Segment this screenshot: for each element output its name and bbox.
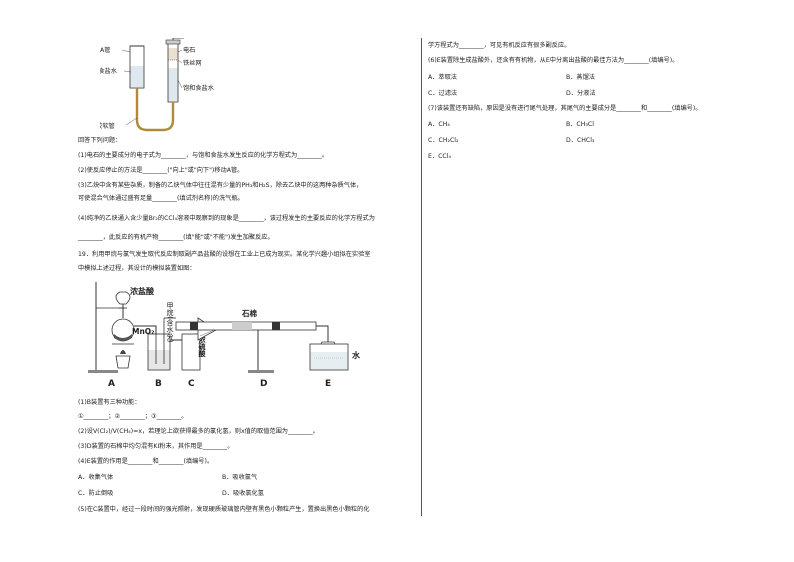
label-rubber-hose: 橡胶软管 [100,122,115,130]
label-salt-water-left: 饱和食盐水 [100,67,118,75]
option-6c: C．过滤法 [428,90,458,97]
label-salt-water-right: 饱和食盐水 [183,84,215,92]
sub-question-5: (5)在C装置中，经过一段时间的强光照射，发现硬质玻璃管内壁有黑色小颗粒产生，置… [78,506,370,513]
question-19-line-1: 19．利用甲烷与氯气发生取代反应制取副产品盐酸的设想在工业上已成为现实。某化学兴… [78,251,371,258]
sub-question-2: (2)设V(Cl₂)/V(CH₄)=x，若理论上欲获得最多的氯化氢，则x值的取值… [78,428,319,435]
option-4d: D．吸收氯化氢 [222,490,264,497]
rubber-hose [135,88,175,132]
question-3-line-2: 可使混合气体通过盛有足量________(填试剂名称)的洗气瓶。 [78,195,244,202]
question-4-line-1: (4)纯净的乙炔通入含少量Br₂的CCl₄溶液中观察到的现象是________，… [78,215,375,222]
letter-b: B [155,379,162,389]
option-7d: D．CHCl₃ [566,137,595,144]
option-4c: C．防止倒吸 [78,490,114,497]
sub-question-1: (1)B装置有三种功能： [78,399,141,406]
label-asbestos: 石棉 [241,308,257,318]
option-4b: B．吸收氯气 [222,474,258,481]
sub-question-3: (3)D装置的石棉中均匀混有KI粉末，其作用是________。 [78,443,234,450]
separatory-funnel [115,291,131,305]
option-6a: A．萃取法 [428,74,457,81]
option-6d: D．分液法 [566,90,596,97]
acetylene-apparatus-figure: A管 饱和食盐水 橡胶软管 电石 铁丝网 饱和食盐水 [100,38,215,132]
option-6b: B．蒸馏法 [566,74,595,81]
question-4-line-2: ________，此反应的有机产物________(填"能"或"不能")发生加聚… [78,234,274,241]
label-conc-sulfuric: 浓硫酸 [198,335,207,358]
label-carbide: 电石 [183,46,195,54]
label-methane: 甲烷(含水分) [166,302,174,343]
option-7e: E．CCl₄ [428,153,451,160]
sub-question-7: (7)该装置还有缺陷，原因是没有进行尾气处理，其尾气的主要成分是________… [428,105,702,112]
letter-d: D [260,379,267,389]
sub-question-4: (4)E装置的作用是________和________(填编号)。 [78,458,214,465]
column-divider [421,38,422,516]
option-7a: A．CH₄ [428,121,450,128]
label-conc-hcl: 浓盐酸 [130,286,155,296]
bottle-c [181,333,201,371]
alcohol-lamp [115,355,131,369]
option-7b: B．CH₃Cl [566,121,594,128]
letter-a: A [108,379,115,389]
label-water: 水 [351,350,361,360]
letter-c: C [188,379,195,389]
label-wire-mesh: 铁丝网 [183,59,202,67]
question-1: (1)电石的主要成分的电子式为________，与饱和食盐水发生反应的化学方程式… [78,152,329,159]
question-intro: 回答下列问题： [78,137,122,144]
question-3-line-1: (3)乙炔中含有某些杂质，制备的乙炔气体中往往混有少量的PH₃和H₂S，除去乙炔… [78,182,363,189]
letter-e: E [325,379,331,389]
label-mno2: MnO₂ [132,327,154,336]
question-19-line-2: 中模拟上述过程，其设计的模拟装置如图： [78,265,196,272]
option-7c: C．CH₂Cl₂ [428,137,459,144]
sub-question-1-blanks: ①________；②________；③________。 [78,413,188,420]
question-2: (2)使反应停止的方法是________("向上"或"向下")移动A管。 [78,167,244,174]
option-4a: A．收集气体 [78,474,114,481]
sub-question-6: (6)E装置除生成盐酸外，还含有有机物，从E中分离出盐酸的最佳方法为______… [428,57,679,64]
label-a-tube: A管 [100,46,110,54]
sub-question-5-continued: 学方程式为________，可见有机反应有很多副反应。 [428,42,571,49]
chlorination-apparatus-figure: 浓盐酸 MnO₂ 甲烷(含水分) 浓硫酸 石棉 [88,282,361,389]
